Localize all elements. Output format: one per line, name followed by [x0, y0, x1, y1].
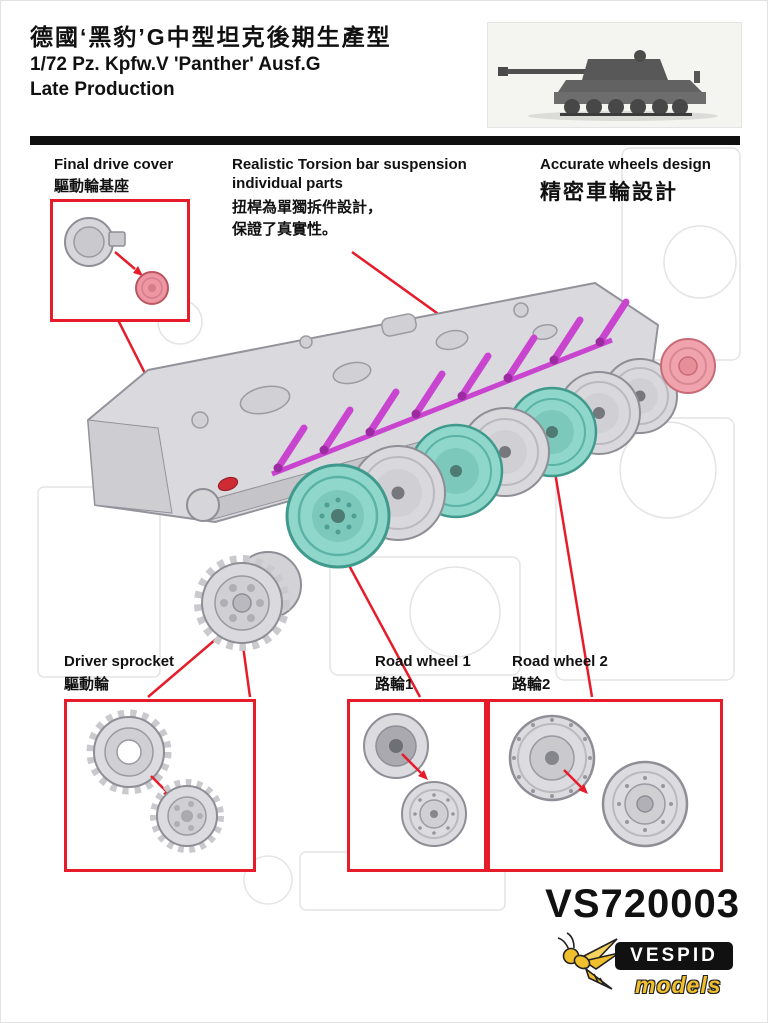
driver-sprocket-label-en: Driver sprocket: [64, 653, 175, 670]
brand-subname: models: [635, 972, 722, 998]
final-drive-label-zh: 驅動輪基座: [54, 178, 130, 195]
final-drive-hub: [186, 488, 220, 522]
wheels-label-zh: 精密車輪設計: [540, 181, 678, 204]
final-drive-callout-box: [50, 199, 190, 322]
road-wheel-2-label-en: Road wheel 2: [512, 653, 608, 670]
driver-sprocket-label-zh: 驅動輪: [64, 676, 110, 693]
product-sku: VS720003: [545, 882, 740, 926]
hull-hatches: [191, 302, 558, 429]
assembly-arrow: [401, 753, 428, 780]
vespid-wasp-icon: [557, 932, 620, 990]
brand-name: VESPID: [630, 945, 718, 966]
torsion-label-zh-line1: 扭桿為單獨拆件設計，: [232, 199, 383, 216]
assembly-arrow: [114, 251, 143, 276]
driver-sprocket-callout-box: [64, 699, 256, 872]
driver-sprocket-parts-illustration: [86, 709, 224, 853]
panther-tank-silhouette: [498, 50, 706, 116]
torsion-label-en-line2: individual parts: [232, 175, 343, 192]
road-wheel-teal-front: [285, 463, 391, 569]
page-title-english-line1: 1/72 Pz. Kpfw.V 'Panther' Ausf.G: [30, 54, 321, 75]
vespid-models-logo: VESPID models: [553, 928, 743, 1010]
box-art-photo: [487, 22, 742, 128]
road-wheels: [285, 358, 678, 569]
final-drive-label-en: Final drive cover: [54, 156, 174, 173]
page-title-chinese: 德國‘黑豹’G中型坦克後期生產型: [30, 24, 392, 50]
road-wheel-1-parts-illustration: [363, 713, 467, 847]
torsion-label-zh-line2: 保證了真實性。: [232, 221, 338, 238]
assembly-arrow: [563, 769, 588, 794]
road-wheel-2-parts-illustration: [508, 714, 689, 848]
driver-sprocket-part: [194, 551, 302, 651]
torsion-bars: [271, 298, 630, 477]
torsion-label-en-line1: Realistic Torsion bar suspension: [232, 156, 467, 173]
road-wheel-1-callout-box: [347, 699, 487, 872]
road-wheel-2-label-zh: 路輪2: [512, 676, 551, 693]
road-wheel-2-callout-box: [487, 699, 723, 872]
final-drive-cover-red-part: [217, 476, 239, 492]
final-drive-cover-pink-part: [660, 338, 716, 394]
road-wheel-1-label-zh: 路輪1: [375, 676, 414, 693]
road-wheel-1-label-en: Road wheel 1: [375, 653, 471, 670]
header-divider-bar: [30, 136, 740, 145]
tank-photo-illustration: [488, 23, 739, 125]
page-title-english-line2: Late Production: [30, 79, 175, 100]
final-drive-parts-illustration: [64, 217, 169, 305]
vespid-wordmark-box: VESPID: [615, 942, 733, 970]
wheels-label-en: Accurate wheels design: [540, 156, 711, 173]
